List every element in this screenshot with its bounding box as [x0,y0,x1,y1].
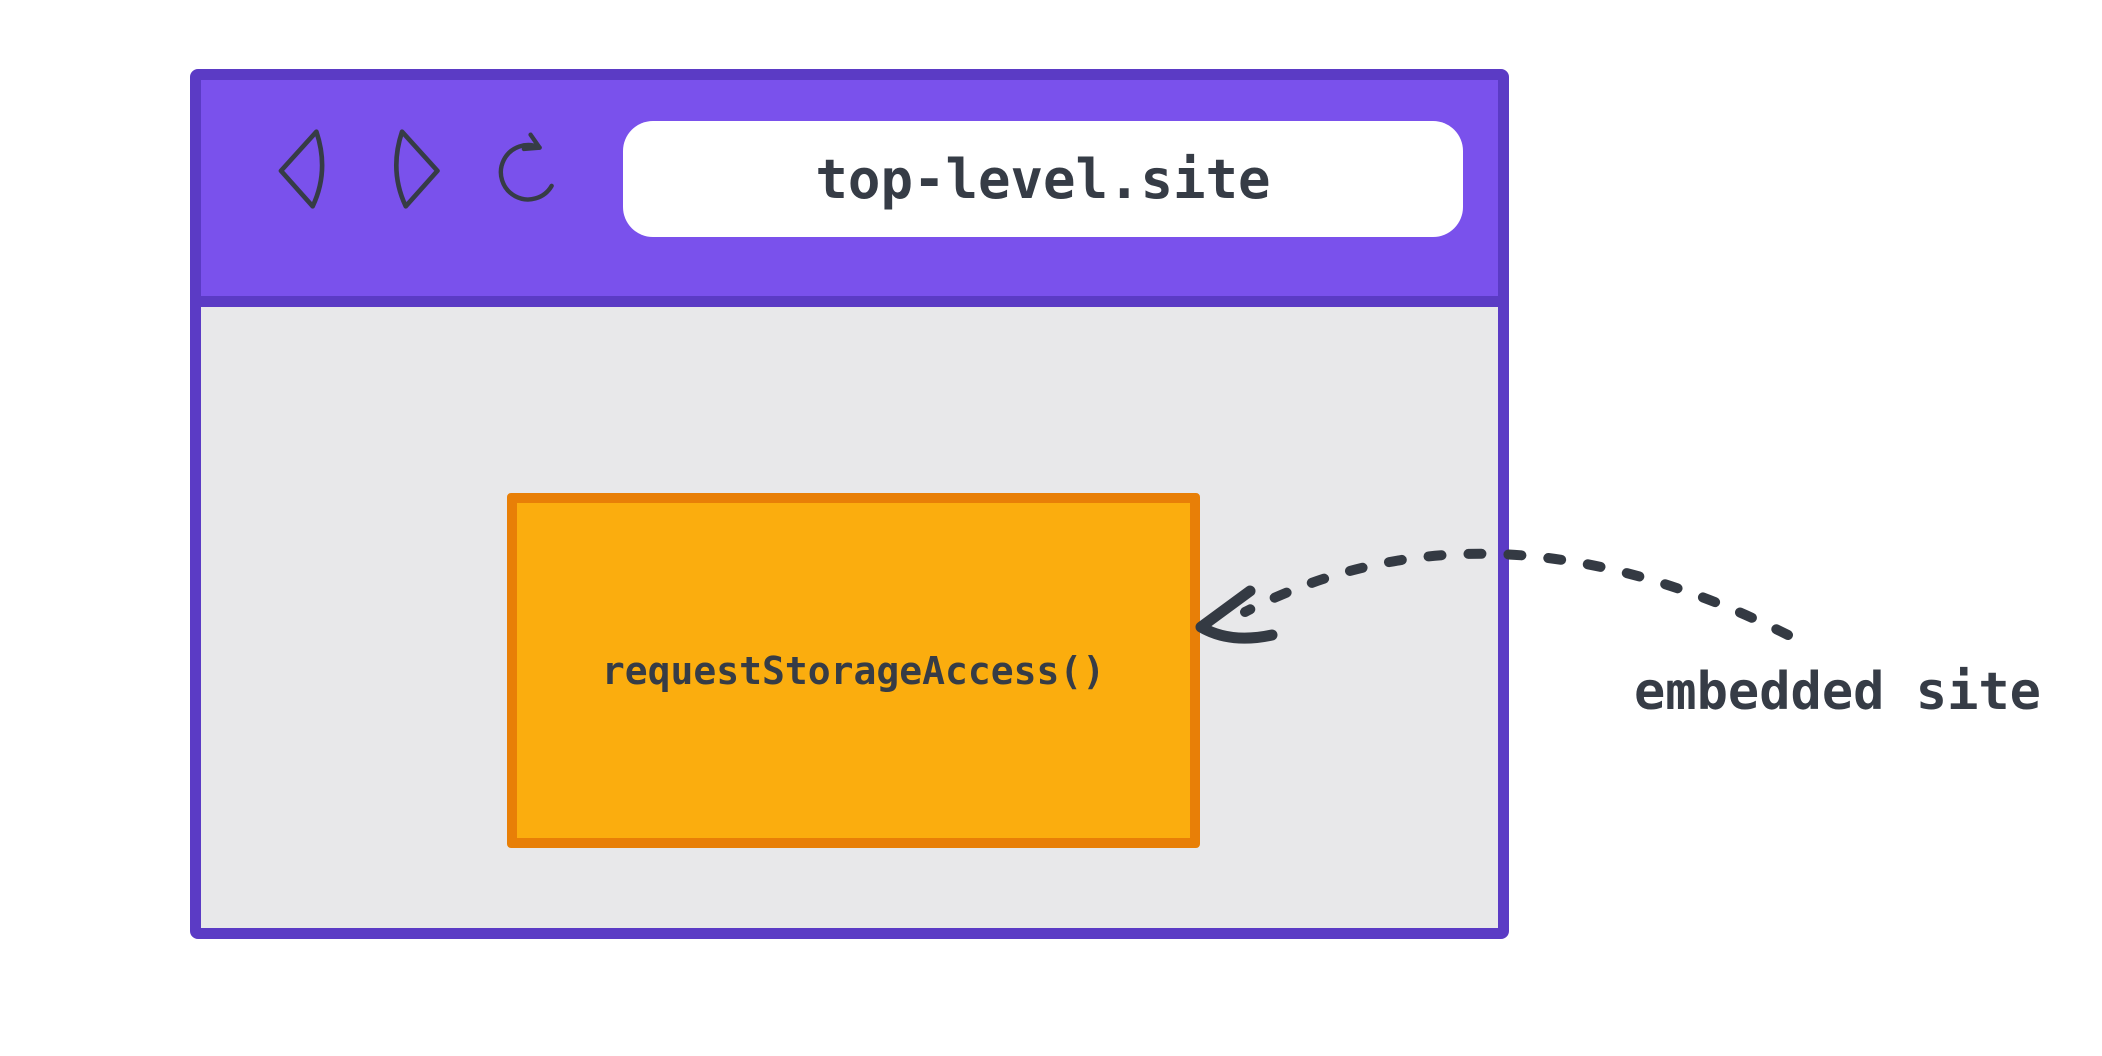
browser-window: top-level.site requestStorageAccess() [190,69,1509,939]
address-bar-url: top-level.site [815,147,1271,211]
embedded-iframe[interactable]: requestStorageAccess() [507,493,1200,848]
address-bar[interactable]: top-level.site [623,121,1463,237]
browser-toolbar: top-level.site [201,80,1498,307]
embedded-site-label: embedded site [1634,662,2041,722]
forward-icon[interactable] [387,128,445,210]
back-icon[interactable] [275,128,328,210]
embedded-iframe-label: requestStorageAccess() [601,648,1106,693]
reload-icon[interactable] [488,131,570,210]
browser-viewport: requestStorageAccess() [201,307,1498,928]
